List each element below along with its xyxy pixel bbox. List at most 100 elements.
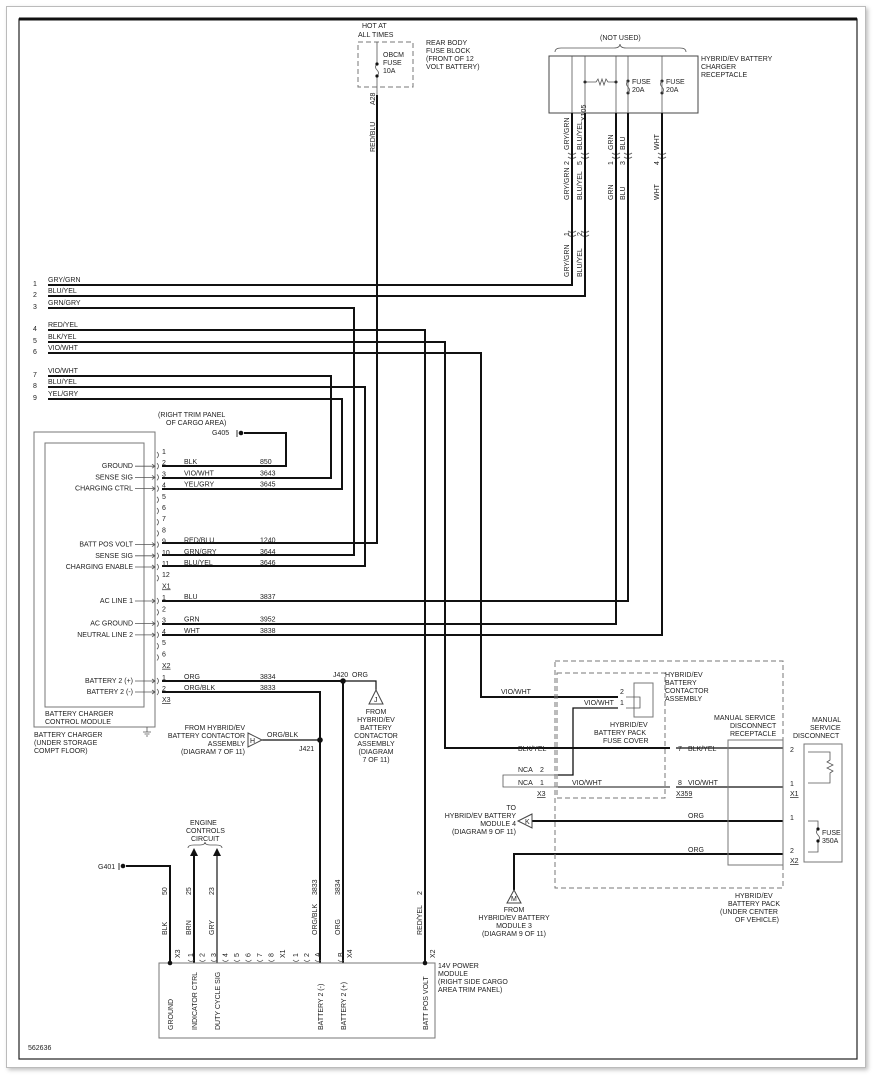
wire-color: BRN <box>186 920 193 935</box>
signal-label: DUTY CYCLE SIG <box>215 972 222 1030</box>
power-module-title: 14V POWER <box>438 963 479 970</box>
circuit-number: 3643 <box>260 470 276 477</box>
fuse-block-title: REAR BODY <box>426 40 468 47</box>
arrow-icon <box>135 564 156 570</box>
fuse-word: FUSE <box>383 60 402 67</box>
circuit-number: 3952 <box>260 617 276 624</box>
wire-org-m <box>513 853 783 890</box>
harness-color: GRY/GRN <box>48 277 81 284</box>
wire-red-yel <box>48 329 426 963</box>
connector-icon <box>156 654 159 661</box>
charger-receptacle: (NOT USED) HYBRID/EV BATTERY CHARGER REC… <box>548 35 773 121</box>
connector-icon <box>156 451 159 459</box>
ref-text: HYBRID/EV BATTERY <box>445 813 517 820</box>
contactor-box <box>633 682 654 718</box>
wire-color: GRN/GRY <box>184 549 217 556</box>
pin-number: 3 <box>162 618 166 625</box>
wire-label: ORG <box>688 813 704 820</box>
signal-label: GROUND <box>168 999 175 1030</box>
connector-icon <box>156 474 159 481</box>
wire-label: GRY/GRN <box>564 117 571 150</box>
ref-letter: K <box>525 819 530 826</box>
wire-red-blu <box>162 95 378 544</box>
pin-label: 1 <box>564 232 571 236</box>
pin-label: 1 <box>608 161 615 165</box>
pin-number: 2 <box>162 606 166 613</box>
g405-location: OF CARGO AREA) <box>166 420 226 427</box>
pin-number: 5 <box>162 494 166 501</box>
battery-pack-title: BATTERY PACK <box>728 901 780 908</box>
wire-blk-g401 <box>126 865 171 963</box>
wire-label: BLU/YEL <box>577 171 584 200</box>
connector-icon <box>210 959 218 962</box>
nca-jumper <box>502 774 558 788</box>
connector-icon <box>156 552 159 560</box>
arrow-icon <box>135 689 156 695</box>
pin-number: 1 <box>188 953 195 957</box>
signal-label: BATTERY 2 (+) <box>85 678 133 685</box>
circuit-number: 3833 <box>260 685 276 692</box>
connector-x3: X3 <box>175 949 182 958</box>
fuse-icon <box>808 820 820 853</box>
wire-color: YEL/GRY <box>184 482 215 489</box>
power-module-title: MODULE <box>438 971 468 978</box>
wire-grn-gry <box>48 307 355 556</box>
brace <box>554 43 687 53</box>
battery-pack-title: HYBRID/EV <box>735 893 773 900</box>
connector-icon <box>245 959 252 962</box>
signal-label: NEUTRAL LINE 2 <box>77 632 133 639</box>
pin-label: 2 <box>564 161 571 165</box>
wire-color: ORG/BLK <box>312 904 319 935</box>
connector-x1: X1 <box>162 583 171 590</box>
engine-title: CIRCUIT <box>191 836 220 843</box>
connector-icon <box>256 959 264 962</box>
pin-number: B <box>338 952 345 957</box>
pin-number: 5 <box>234 953 241 957</box>
circuit-number: 3644 <box>260 549 276 556</box>
pin-label: 4 <box>654 161 661 165</box>
receptacle-title: RECEPTACLE <box>701 72 747 79</box>
circuit-number: 3834 <box>260 674 276 681</box>
rear-body-fuse-block: HOT AT ALL TIMES OBCM FUSE 10A REAR BODY… <box>357 23 480 152</box>
ref-text: FROM <box>504 907 525 914</box>
nca-label: NCA <box>518 767 533 774</box>
pin-number: 3 <box>162 471 166 478</box>
wire-label: WHT <box>654 183 661 200</box>
harness-number: 3 <box>33 304 37 311</box>
signal-label: SENSE SIG <box>95 553 133 560</box>
connector-icon <box>303 959 311 962</box>
connector-icon <box>156 462 159 470</box>
pin-number: 5 <box>162 640 166 647</box>
arrow-icon <box>135 486 156 491</box>
harness-color: VIO/WHT <box>48 368 79 375</box>
g401-label: G401 <box>98 864 115 871</box>
arrow-up-icon <box>190 848 198 856</box>
wire-color: ORG/BLK <box>184 685 215 692</box>
wire-wht-ac <box>162 113 663 636</box>
harness-color: VIO/WHT <box>48 345 79 352</box>
signal-label: BATTERY 2 (+) <box>341 982 348 1030</box>
power-module-title: AREA TRIM PANEL) <box>438 987 502 994</box>
signal-label: AC GROUND <box>90 621 133 628</box>
circuit-number: 3834 <box>335 879 342 895</box>
wire-vio-wht-contactor <box>558 707 618 776</box>
wire-org-blk <box>162 691 321 963</box>
fuse-block-outline <box>357 41 414 88</box>
ground-icon <box>118 863 120 870</box>
charger-title: BATTERY CHARGER <box>34 732 102 739</box>
signal-label: CHARGING CTRL <box>75 486 133 493</box>
msd-receptacle-box <box>727 739 784 866</box>
contactor-title: ASSEMBLY <box>665 696 703 703</box>
connector-icon <box>156 507 159 515</box>
pin-label: 2 <box>790 747 794 754</box>
case-ground-icon <box>143 727 151 737</box>
wire-label: WHT <box>654 133 661 150</box>
ref-text: (DIAGRAM 9 OF 11) <box>482 931 546 938</box>
circuit-number: 3833 <box>312 879 319 895</box>
wire-label: BLU/YEL <box>577 248 584 277</box>
connector-icon <box>156 563 159 571</box>
pin-number: 2 <box>162 460 166 467</box>
pin-number: 2 <box>162 686 166 693</box>
harness-number: 8 <box>33 383 37 390</box>
